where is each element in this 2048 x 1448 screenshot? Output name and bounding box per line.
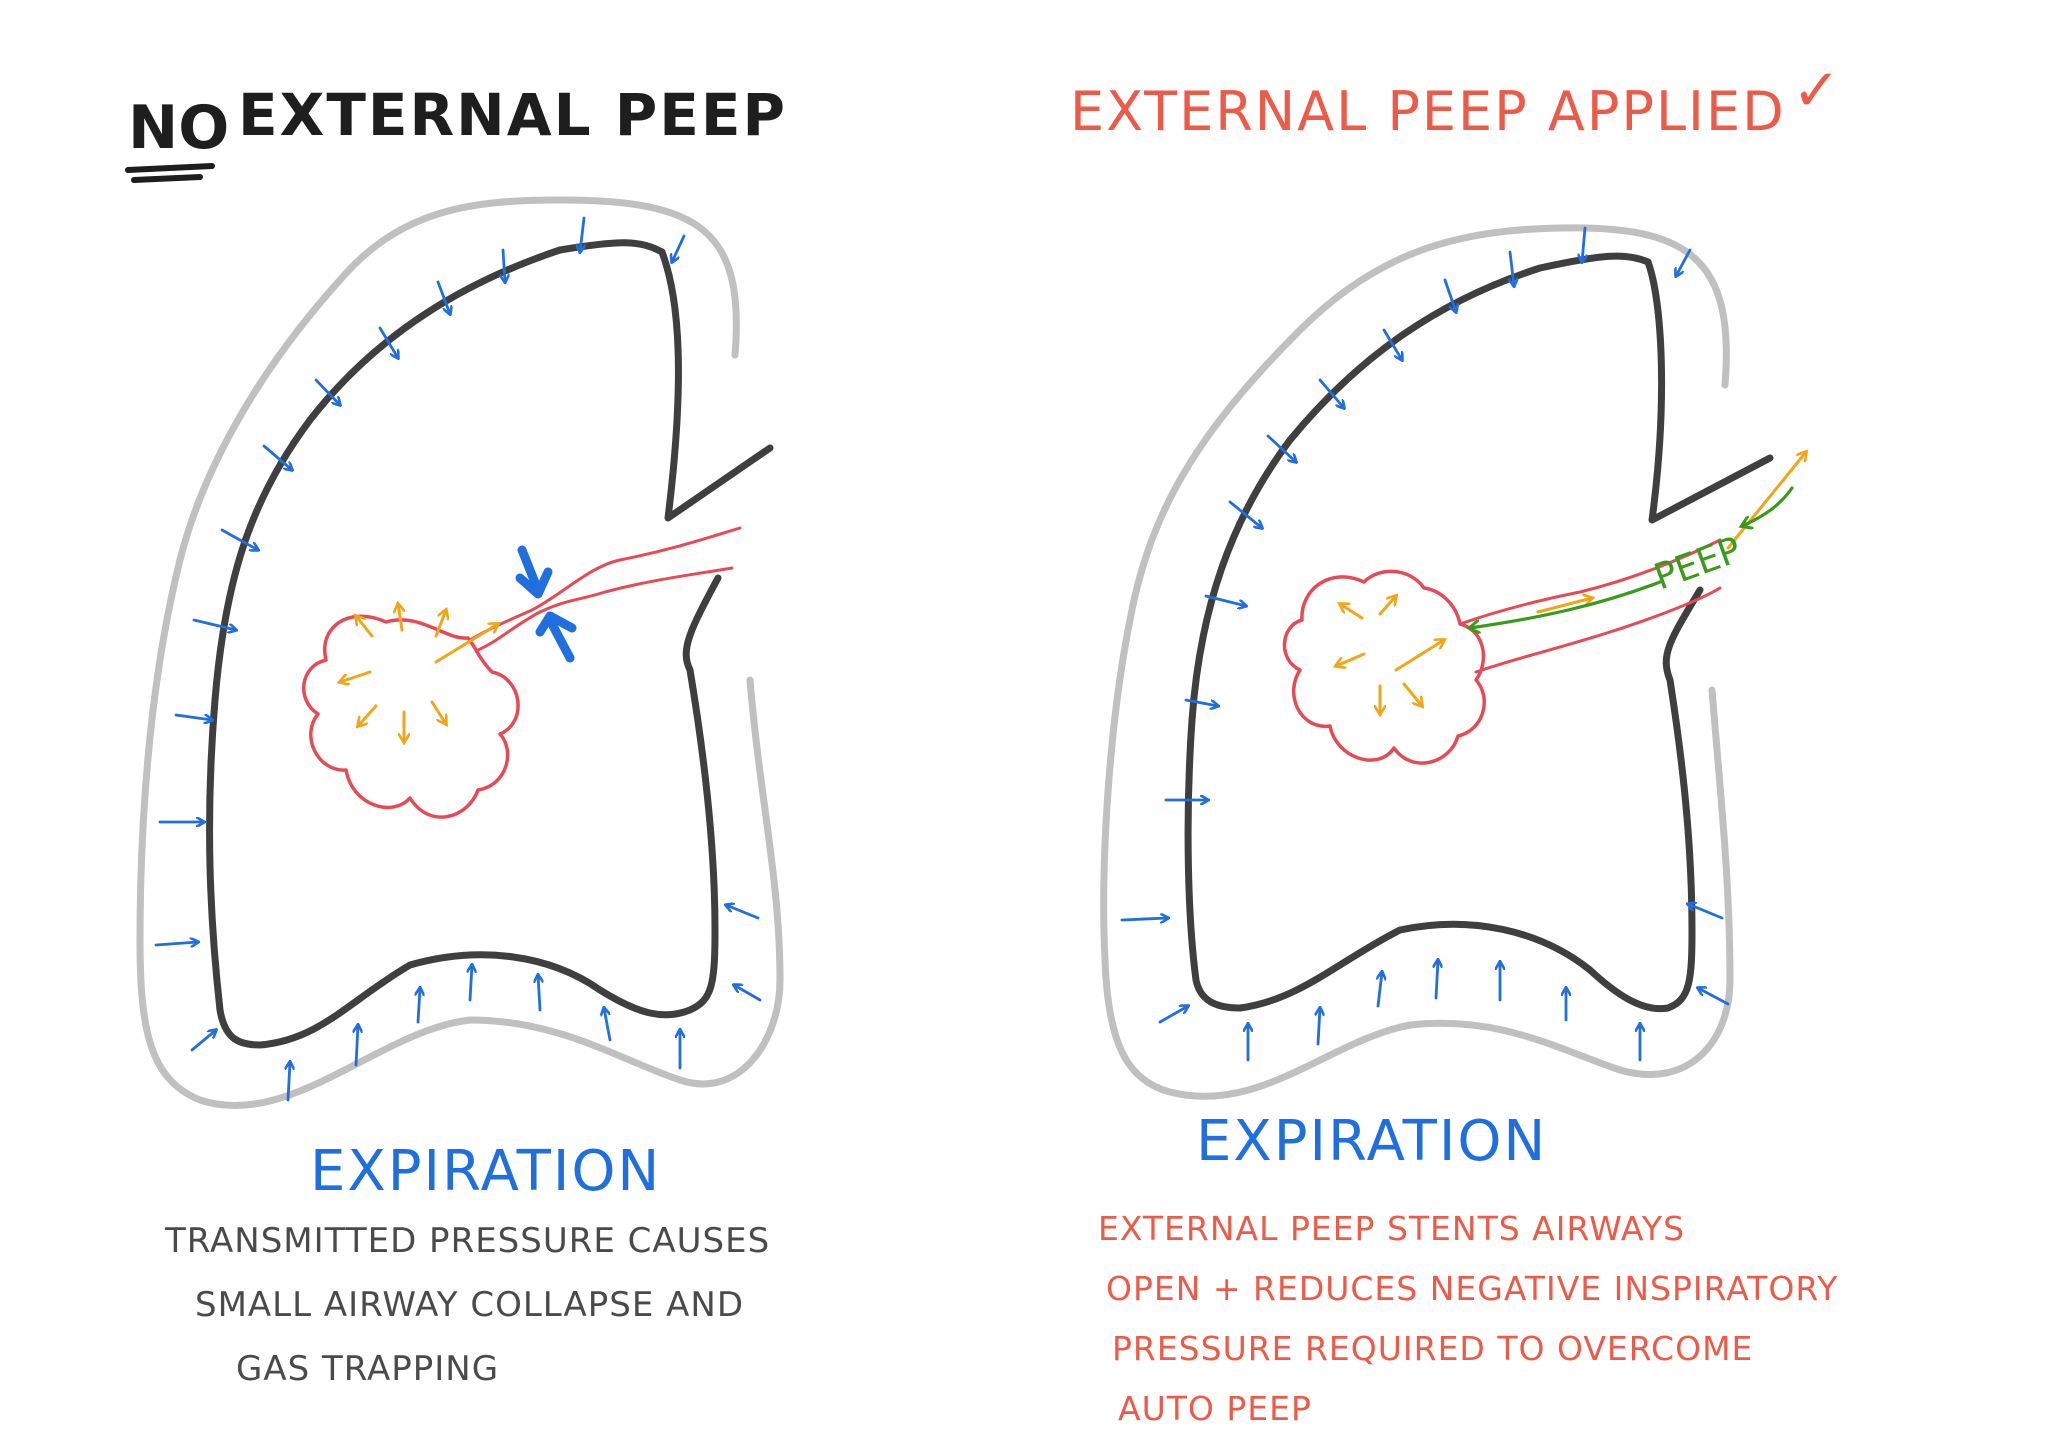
left-panel: No External PEEP xyxy=(125,81,787,1389)
right-panel: External PEEP applied ✓ xyxy=(1070,56,1841,1428)
pressure-arrow xyxy=(1676,248,1692,276)
left-lung-outline xyxy=(206,239,722,1049)
left-collapse-arrows xyxy=(515,545,577,663)
left-lung-hilum-upper xyxy=(658,248,774,522)
left-airway-lower xyxy=(476,566,734,652)
left-note-line-2: small airway collapse and xyxy=(195,1285,744,1325)
left-pressure-arrows xyxy=(154,216,762,1102)
pressure-arrow xyxy=(1266,434,1296,462)
pressure-arrow xyxy=(192,618,236,630)
pressure-arrow xyxy=(1318,1008,1320,1046)
collapse-arrow-bottom xyxy=(547,619,575,663)
pressure-arrow xyxy=(154,942,198,945)
left-title-underline xyxy=(125,163,215,183)
collapse-arrow-top xyxy=(517,545,543,595)
pressure-arrow xyxy=(1698,988,1730,1006)
pressure-arrow xyxy=(288,1062,290,1102)
right-title: External PEEP applied xyxy=(1070,80,1786,143)
pressure-arrow xyxy=(378,326,398,358)
pressure-arrow xyxy=(1158,1006,1188,1024)
pressure-arrow xyxy=(1204,594,1246,606)
left-phase-label: Expiration xyxy=(310,1139,661,1204)
right-airway-lower xyxy=(1474,586,1722,674)
right-title-check: ✓ xyxy=(1792,56,1841,124)
pressure-arrow xyxy=(470,965,472,1002)
gas-arrow-out xyxy=(434,624,498,664)
pressure-arrow xyxy=(734,985,762,1002)
pressure-arrow xyxy=(1184,698,1218,706)
pressure-arrow xyxy=(1382,328,1402,360)
gas-arrow xyxy=(398,604,402,632)
pressure-arrow xyxy=(1436,960,1438,1000)
pressure-arrow xyxy=(1582,226,1585,262)
left-title-prefix: No xyxy=(128,93,229,163)
left-alveolus xyxy=(302,614,520,819)
right-phase-label: Expiration xyxy=(1196,1109,1547,1174)
pressure-arrow xyxy=(220,528,258,550)
pressure-arrow xyxy=(1120,918,1168,920)
left-airway-upper xyxy=(468,526,742,642)
pressure-arrow xyxy=(356,1025,358,1067)
gas-arrow xyxy=(1336,652,1366,666)
pressure-arrow xyxy=(604,1008,612,1042)
right-note-line-1: External PEEP stents airways xyxy=(1098,1209,1685,1248)
pressure-arrow xyxy=(726,905,760,920)
gas-arrow-out xyxy=(1536,598,1592,614)
left-note-line-1: Transmitted pressure causes xyxy=(164,1221,770,1261)
gas-arrow-out xyxy=(1394,640,1444,672)
pressure-arrow xyxy=(1510,250,1514,286)
pressure-arrow xyxy=(1318,378,1344,408)
left-gas-arrows xyxy=(340,604,498,742)
right-note-line-3: pressure required to overcome xyxy=(1112,1329,1753,1368)
left-title-rest: External PEEP xyxy=(238,81,787,149)
gas-arrow xyxy=(1402,682,1422,706)
pressure-arrow xyxy=(1378,972,1382,1008)
right-pressure-arrows xyxy=(1120,226,1730,1062)
pressure-arrow xyxy=(1443,278,1456,312)
pressure-arrow xyxy=(190,1030,216,1052)
gas-arrow xyxy=(430,700,446,724)
peep-arrow-in xyxy=(1470,580,1662,628)
pressure-arrow xyxy=(672,234,686,262)
pressure-arrow xyxy=(1688,904,1724,920)
peep-arrow-top xyxy=(1742,486,1794,526)
gas-arrow xyxy=(434,610,446,638)
gas-arrow xyxy=(340,670,372,682)
right-peep-arrows xyxy=(1470,486,1794,628)
left-note-line-3: gas trapping xyxy=(236,1349,499,1389)
right-note-line-4: auto PEEP xyxy=(1118,1389,1312,1428)
pressure-arrow xyxy=(580,216,584,252)
pressure-arrow xyxy=(174,713,212,720)
gas-arrow-out xyxy=(1726,452,1806,550)
pressure-arrow xyxy=(314,378,340,405)
pressure-arrow xyxy=(1228,500,1262,528)
pressure-arrow xyxy=(538,975,540,1012)
collapse-arrow-top-head xyxy=(515,567,553,599)
right-alveolus xyxy=(1282,569,1486,765)
gas-arrow xyxy=(1378,596,1396,616)
right-airway-upper xyxy=(1458,538,1722,626)
pressure-arrow xyxy=(418,988,420,1024)
collapse-arrow-bottom-head xyxy=(535,611,577,637)
gas-arrow xyxy=(1340,604,1364,620)
left-pleura-outline xyxy=(136,196,784,1109)
gas-arrow xyxy=(356,616,374,638)
pressure-arrow xyxy=(436,280,450,314)
right-lung-hilum-upper xyxy=(1644,258,1774,524)
right-gas-arrows xyxy=(1336,452,1806,714)
right-pleura-outline xyxy=(1100,224,1734,1100)
gas-arrow xyxy=(358,704,378,726)
right-note-line-2: open + reduces negative inspiratory xyxy=(1106,1269,1838,1308)
pressure-arrow xyxy=(503,248,505,282)
pressure-arrow xyxy=(262,444,292,470)
